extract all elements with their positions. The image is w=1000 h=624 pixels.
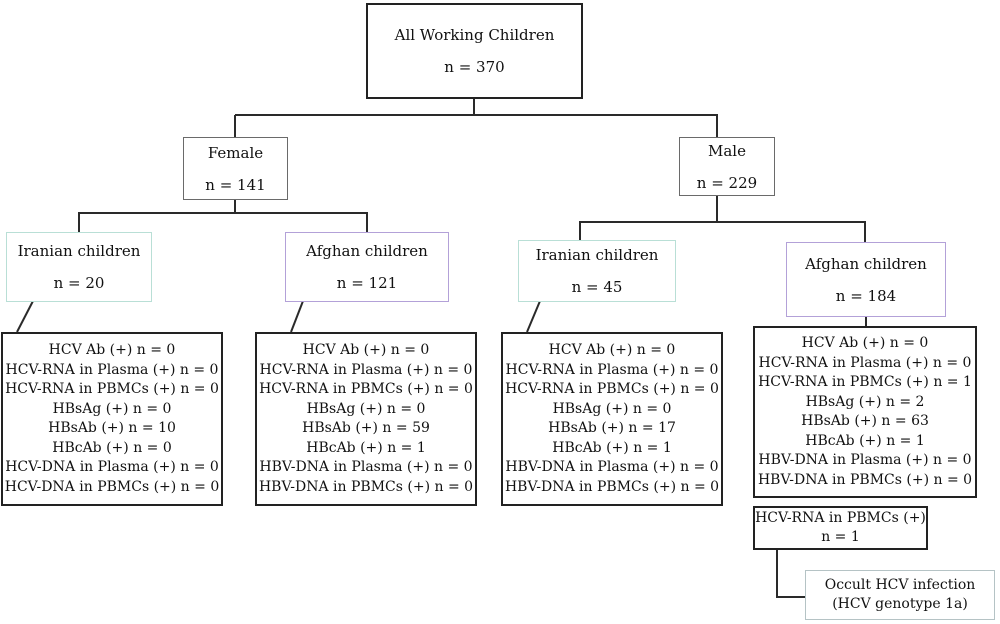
male-box: Male n = 229 [679, 137, 775, 196]
male-iranian-results: HCV Ab (+) n = 0 HCV-RNA in Plasma (+) n… [501, 332, 723, 506]
result-line: HBV-DNA in PBMCs (+) n = 0 [757, 471, 973, 488]
male-afghan-title: Afghan children [805, 254, 927, 273]
root-box: All Working Children n = 370 [366, 3, 583, 99]
result-line: HBV-DNA in Plasma (+) n = 0 [259, 459, 473, 475]
result-line: HBcAb (+) n = 1 [805, 432, 925, 449]
pbmc-positive-title: HCV-RNA in PBMCs (+) [755, 509, 926, 526]
female-iranian-results: HCV Ab (+) n = 0 HCV-RNA in Plasma (+) n… [1, 332, 223, 506]
result-line: HCV-RNA in Plasma (+) n = 0 [5, 361, 219, 378]
result-line: HCV-RNA in Plasma (+) n = 0 [758, 354, 972, 371]
result-line: HBcAb (+) n = 0 [52, 439, 172, 456]
connector-female [78, 199, 368, 232]
connector-root [235, 98, 718, 137]
female-afghan-box: Afghan children n = 121 [285, 232, 449, 302]
result-line: HCV-DNA in PBMCs (+) n = 0 [4, 478, 220, 495]
result-line: HCV-RNA in PBMCs (+) n = 0 [5, 381, 219, 397]
male-iranian-title: Iranian children [535, 246, 659, 264]
male-afghan-box: Afghan children n = 184 [786, 242, 946, 317]
result-line: HBsAg (+) n = 0 [306, 400, 426, 417]
result-line: HBV-DNA in PBMCs (+) n = 0 [258, 478, 474, 495]
male-afghan-count: n = 184 [835, 286, 897, 305]
connector-male [579, 195, 866, 242]
occult-hcv-genotype: (HCV genotype 1a) [832, 596, 968, 612]
connector-pbmc [776, 549, 805, 598]
occult-hcv-title: Occult HCV infection [824, 576, 976, 593]
result-line: HCV Ab (+) n = 0 [302, 342, 430, 358]
result-line: HCV-RNA in Plasma (+) n = 0 [505, 361, 719, 378]
root-count: n = 370 [444, 58, 505, 76]
result-line: HCV-RNA in PBMCs (+) n = 0 [505, 381, 719, 397]
result-line: HBV-DNA in PBMCs (+) n = 0 [504, 478, 720, 495]
result-line: HBcAb (+) n = 1 [306, 439, 426, 456]
root-title: All Working Children [394, 26, 555, 44]
result-line: HBsAb (+) n = 59 [302, 420, 430, 436]
result-line: HBsAb (+) n = 63 [801, 413, 929, 429]
female-afghan-results: HCV Ab (+) n = 0 HCV-RNA in Plasma (+) n… [255, 332, 477, 506]
result-line: HCV Ab (+) n = 0 [801, 335, 929, 351]
result-line: HBcAb (+) n = 1 [552, 439, 672, 456]
result-line: HCV-RNA in Plasma (+) n = 0 [259, 361, 473, 378]
male-iranian-count: n = 45 [571, 278, 623, 296]
result-line: HBV-DNA in Plasma (+) n = 0 [758, 452, 972, 468]
result-line: HCV-RNA in PBMCs (+) n = 0 [259, 381, 473, 397]
female-afghan-count: n = 121 [336, 274, 398, 292]
result-line: HCV Ab (+) n = 0 [48, 342, 176, 358]
result-line: HBsAg (+) n = 2 [805, 393, 925, 410]
female-iranian-box: Iranian children n = 20 [6, 232, 152, 302]
male-count: n = 229 [696, 173, 758, 192]
female-count: n = 141 [205, 175, 266, 194]
female-title: Female [207, 143, 264, 162]
connector-male-iranian-results [526, 300, 541, 333]
result-line: HCV-DNA in Plasma (+) n = 0 [5, 459, 219, 475]
occult-hcv-box: Occult HCV infection (HCV genotype 1a) [805, 570, 995, 620]
result-line: HCV Ab (+) n = 0 [548, 342, 676, 358]
result-line: HBsAb (+) n = 17 [548, 420, 676, 436]
connector-female-afghan-results [290, 300, 304, 333]
result-line: HBV-DNA in Plasma (+) n = 0 [505, 459, 719, 475]
male-iranian-box: Iranian children n = 45 [518, 240, 676, 302]
result-line: HBsAg (+) n = 0 [552, 400, 672, 417]
female-iranian-count: n = 20 [53, 274, 105, 292]
female-iranian-title: Iranian children [17, 242, 141, 260]
connector-female-iranian-results [16, 300, 34, 333]
result-line: HCV-RNA in PBMCs (+) n = 1 [758, 374, 972, 390]
pbmc-positive-box: HCV-RNA in PBMCs (+) n = 1 [753, 506, 928, 550]
female-box: Female n = 141 [183, 137, 288, 200]
pbmc-positive-count: n = 1 [821, 529, 860, 545]
result-line: HBsAg (+) n = 0 [52, 400, 172, 417]
male-afghan-results: HCV Ab (+) n = 0 HCV-RNA in Plasma (+) n… [753, 326, 977, 498]
male-title: Male [708, 141, 746, 160]
female-afghan-title: Afghan children [306, 242, 428, 260]
result-line: HBsAb (+) n = 10 [48, 420, 176, 436]
